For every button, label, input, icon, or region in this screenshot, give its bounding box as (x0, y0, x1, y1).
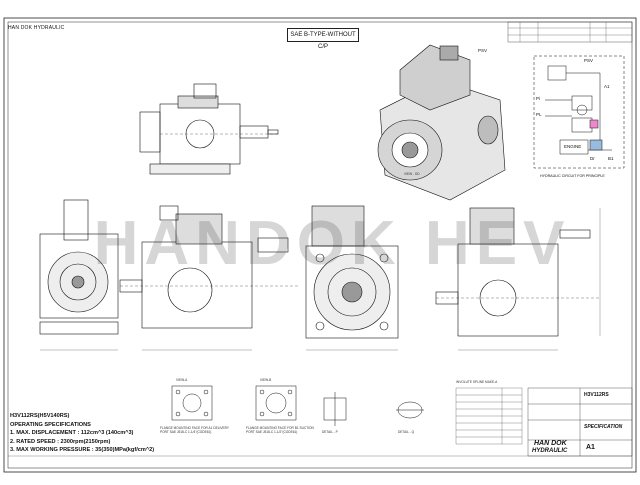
top-side-view (139, 83, 279, 175)
view-dd-caption: VIEW - DD (404, 172, 420, 176)
spline-table (455, 387, 523, 445)
center-left-side-view (119, 205, 300, 329)
circuit-label-b1: B1 (608, 156, 614, 161)
detail-p-label: DETAIL - P (322, 430, 338, 434)
detail-q (396, 401, 424, 419)
revision-block (507, 21, 633, 43)
spec-heading: OPERATING SPECIFICATIONS (10, 421, 91, 428)
circuit-label-pi: Pi (536, 96, 541, 101)
watermark-text: HANDOK HEV (93, 209, 571, 278)
hydraulic-circuit (533, 55, 625, 169)
hydraulic-circuit-caption: HYDRAULIC CIRCUIT FOR PRINCIPLE (540, 174, 605, 178)
title-block-brand-2: HYDRAULIC (532, 448, 568, 454)
flange-detail-1 (171, 385, 213, 421)
spec-model: H3V112RS(H5V140RS) (10, 413, 70, 419)
spec-line-1: 1. MAX. DISPLACEMENT : 112cm^3 (140cm^3) (10, 430, 134, 436)
right-side-view (435, 207, 600, 337)
spline-table-title: INVOLUTE SPLINE MAKE-A (456, 380, 498, 384)
dimension-lines (40, 208, 601, 351)
flange-note-2: FLANGE MOUNTING FACE FOR B1 SUCTION PORT… (246, 426, 314, 434)
center-front-view (305, 205, 399, 339)
drawing-title: SAE B-TYPE-WITHOUT C/P (287, 28, 359, 50)
psv-tag: PSV (478, 48, 488, 53)
title-block-brand: HAN DOK (534, 440, 567, 447)
detail-p (323, 392, 347, 426)
circuit-label-a1: A1 (604, 84, 610, 89)
view-b-label: VIEW-B (260, 378, 272, 382)
inner-frame (7, 21, 633, 469)
spec-line-2: 2. RATED SPEED : 2300rpm(2150rpm) (10, 438, 111, 445)
flange-detail-2 (255, 385, 297, 421)
flange-note-1: FLANGE MOUNTING FACE FOR A1 DELIVERY POR… (160, 426, 229, 434)
company-name-top: HAN DOK HYDRAULIC (8, 25, 65, 31)
detail-q-label: DETAIL - Q (398, 430, 415, 434)
title-block-size: A1 (586, 444, 595, 451)
view-a-label: VIEW-A (176, 378, 188, 382)
operating-specs: H3V112RS(H5V140RS) OPERATING SPECIFICATI… (10, 412, 154, 455)
circuit-label-pl: PL (536, 112, 542, 117)
spec-line-3: 3. MAX WORKING PRESSURE : 35(350)MPa(kgf… (10, 447, 155, 453)
title-block-sheet-tag: H3V112RS (584, 392, 609, 398)
left-front-view (39, 199, 119, 335)
circuit-label-engine: ENGINE (564, 144, 582, 149)
isometric-view (377, 44, 506, 201)
circuit-label-psv: PSV (584, 58, 594, 63)
circuit-label-dr: Dr (590, 156, 595, 161)
title-block-doc-label: SPECIFICATION (584, 424, 623, 430)
outer-frame (3, 17, 637, 473)
